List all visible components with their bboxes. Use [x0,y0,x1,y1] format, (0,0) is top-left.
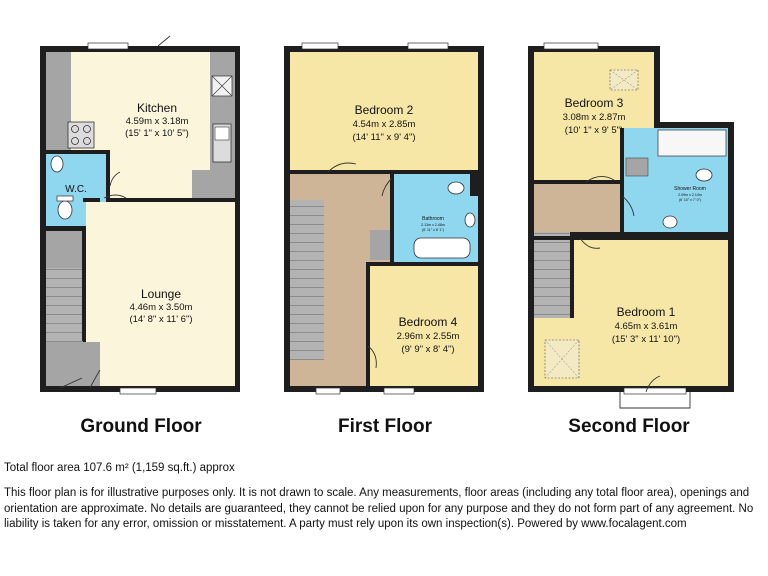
door-swing-icon [327,162,357,173]
lounge-imperial: (14' 8" x 11' 6") [129,314,192,325]
bedroom4-metric: 2.96m x 2.55m [397,331,460,342]
window-icon [407,42,449,50]
door-swing-icon [157,35,171,47]
second-landing [534,184,620,232]
toilet-icon [57,200,73,220]
kitchen-name: Kitchen [137,101,177,115]
kitchen-metric: 4.59m x 3.18m [126,116,189,127]
hob-ring-icon [71,137,79,145]
window-icon [383,387,415,395]
bathroom-name: Bathroom [422,216,444,222]
bathroom-metric: 2.13m x 2.48m [421,223,445,227]
basin-icon [50,155,64,173]
ground-floor-label: Ground Floor [80,416,202,437]
bedroom2-name: Bedroom 2 [355,103,414,117]
bedroom1-metric: 4.65m x 3.61m [615,321,678,332]
bedroom3-imperial: (10' 1" x 9' 5") [565,125,623,136]
bathroom-imperial: (6' 11" x 8' 1") [422,228,444,232]
door-swing-icon [59,377,83,389]
door-swing-icon [621,195,635,217]
bedroom4-room [370,266,478,386]
floor-plan-drawing: Kitchen 4.59m x 3.18m (15' 1" x 10' 5") … [40,35,734,437]
bedroom2-metric: 4.54m x 2.85m [353,119,416,130]
first-staircase [290,200,324,360]
window-icon [119,387,157,395]
lounge-name: Lounge [141,287,181,301]
shower-room-metric: 2.09m x 2.14m [678,193,702,197]
door-swing-icon [103,194,127,199]
hob-icon [67,121,95,149]
window-icon [543,42,599,50]
bathtub-icon [413,237,471,259]
ground-staircase [46,268,83,342]
sink-bowl-icon [214,126,230,141]
bedroom2-imperial: (14' 11" x 9' 4") [352,132,415,143]
shower-room-imperial: (6' 10" x 7' 0") [679,198,701,202]
window-icon [87,42,129,50]
hob-ring-icon [83,137,91,145]
window-icon [315,387,341,395]
bedroom4-imperial: (9' 9" x 8' 4") [401,344,454,355]
bedroom1-name: Bedroom 1 [617,305,676,319]
door-swing-icon [585,176,615,183]
kitchen-worktop-corner [192,170,235,198]
second-staircase [534,232,570,318]
bedroom1-imperial: (15' 3" x 11' 10") [612,334,680,345]
shower-room-name: Shower Room [674,186,706,192]
hob-ring-icon [83,125,91,133]
door-swing-icon [367,345,377,369]
shower-tray-icon [657,129,727,157]
lounge-metric: 4.46m x 3.50m [130,302,193,313]
window-icon [623,387,687,395]
door-swing-icon [89,369,101,389]
total-floor-area: Total floor area 107.6 m² (1,159 sq.ft.)… [4,462,235,474]
door-swing-icon [579,237,601,249]
disclaimer-text: This floor plan is for illustrative purp… [4,487,754,530]
door-swing-icon [381,177,393,197]
juliet-balcony-icon [619,392,691,409]
kitchen-worktop-left [46,52,71,150]
wc-name: W.C. [65,184,87,195]
ground-floor-plan: Kitchen 4.59m x 3.18m (15' 1" x 10' 5") … [40,35,240,395]
kitchen-imperial: (15' 1" x 10' 5") [125,128,189,139]
bedroom3-metric: 3.08m x 2.87m [563,112,626,123]
bedroom4-name: Bedroom 4 [399,315,458,329]
hob-ring-icon [71,125,79,133]
bedroom2-room [290,52,478,170]
window-icon [301,42,339,50]
door-swing-icon [109,171,121,187]
first-floor-label: First Floor [338,416,433,437]
basin-icon [662,215,678,229]
lounge-room [86,202,235,386]
bedroom3-name: Bedroom 3 [565,96,624,110]
basin-icon [464,212,476,228]
door-swing-icon [645,375,661,393]
toilet-icon [447,181,465,195]
toilet-icon [695,168,713,182]
first-floor-plan: Bedroom 2 4.54m x 2.85m (14' 11" x 9' 4"… [284,42,484,395]
second-floor-label: Second Floor [568,416,690,437]
second-floor-plan: Bedroom 3 3.08m x 2.87m (10' 1" x 9' 5")… [528,42,734,409]
